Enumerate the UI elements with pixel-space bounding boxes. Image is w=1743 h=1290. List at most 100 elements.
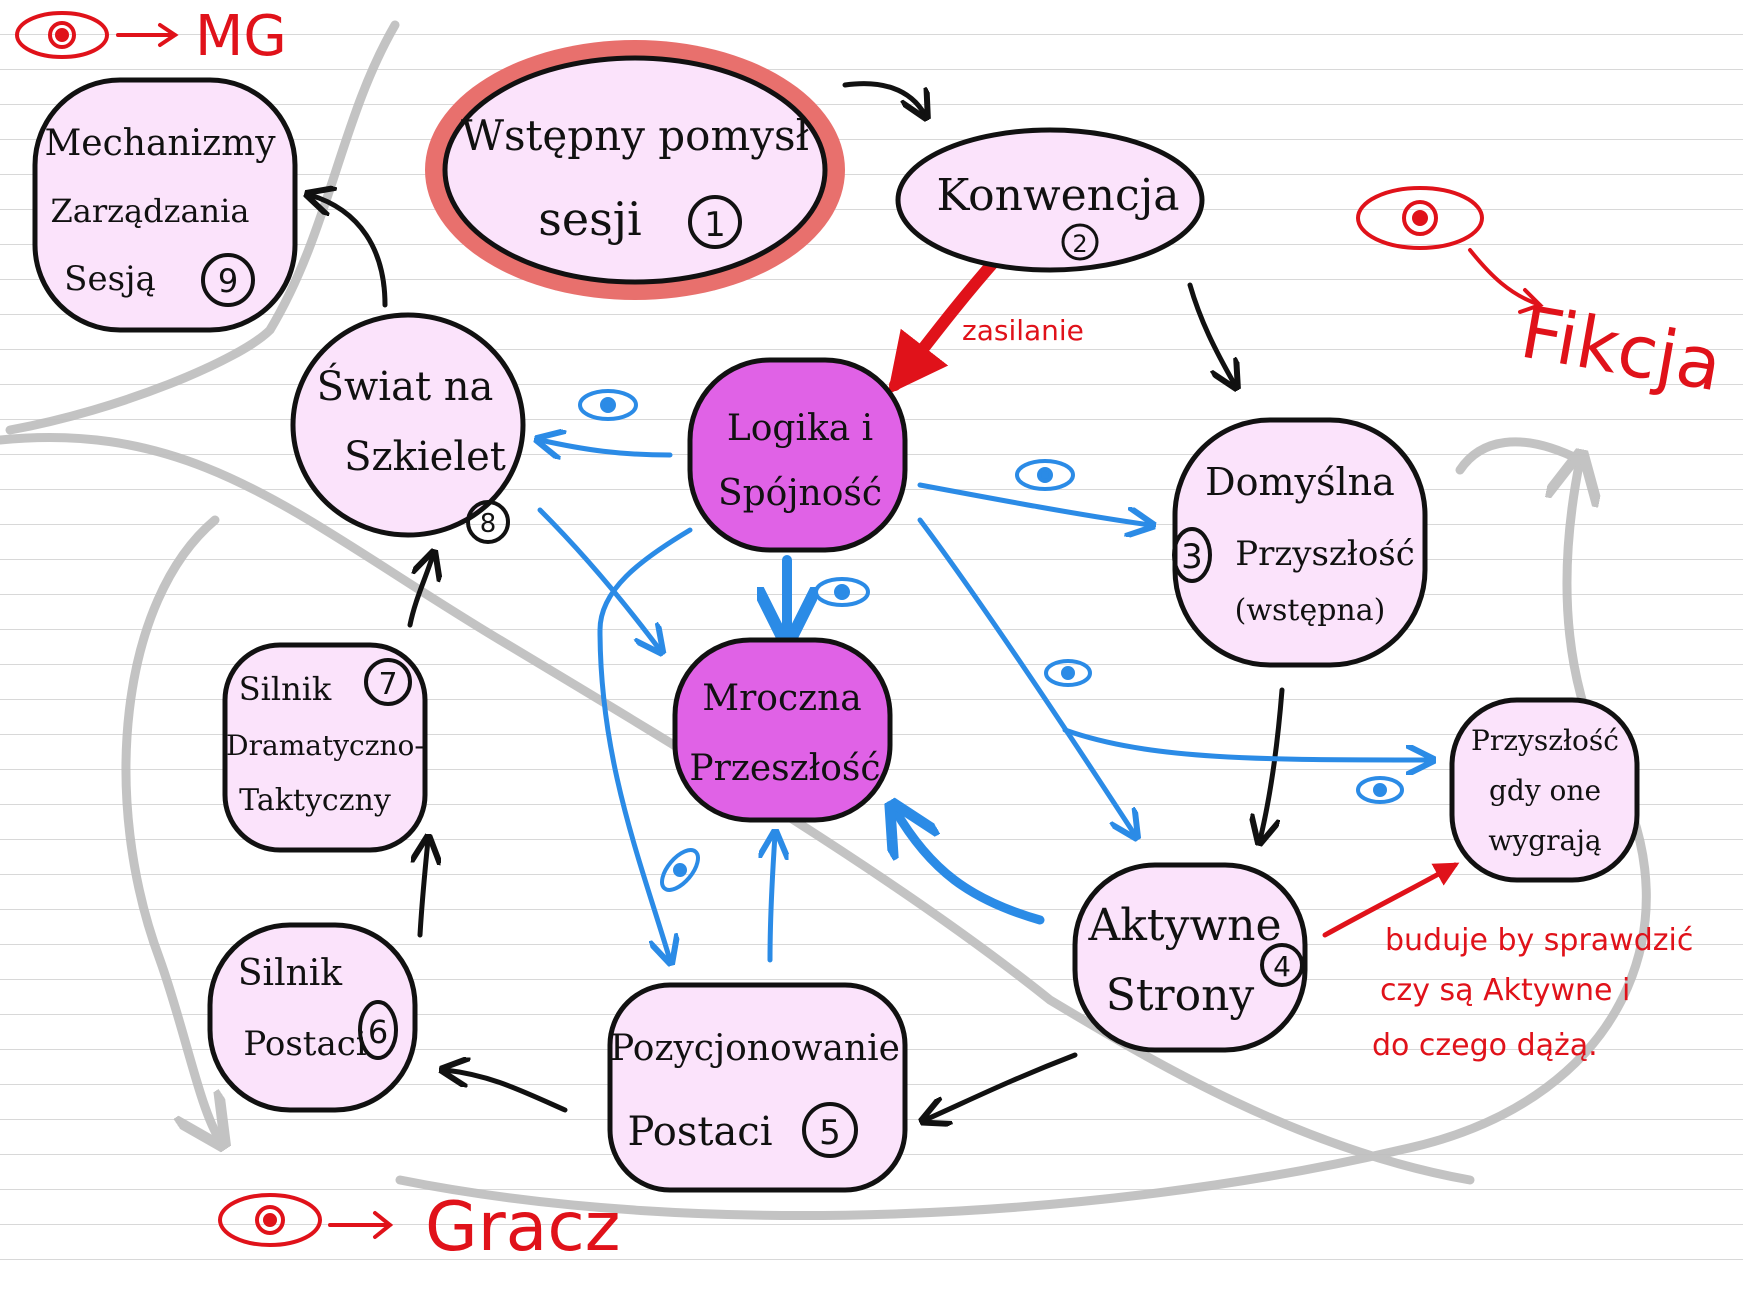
node-shape — [687, 357, 908, 553]
node-label-line1: Świat na — [317, 363, 494, 410]
step-number-circle — [201, 253, 255, 307]
step-number: 9 — [218, 262, 238, 300]
node-label-line3: wygrają — [1488, 824, 1601, 857]
arrow-logika-to-aktywne — [917, 517, 1135, 835]
eye-icon — [1356, 186, 1484, 250]
node-swiat-na-szkielet[interactable]: Świat na Szkielet 8 — [290, 312, 526, 544]
node-label-line1: Wstępny pomysł — [461, 111, 810, 160]
node-shape — [207, 922, 418, 1113]
node-shape — [1072, 862, 1308, 1053]
step-number-circle — [1061, 223, 1099, 261]
node-przyszlosc-gdy-one-wygraja[interactable]: Przyszłość gdy one wygrają — [1449, 697, 1640, 883]
node-logika-i-spojnosc[interactable]: Logika i Spójność — [687, 357, 908, 553]
grey-arrow-head-extra — [1455, 437, 1585, 475]
node-label-line2: Szkielet — [344, 434, 506, 480]
arrow-to-przyszlosc-wygraja — [1062, 727, 1430, 760]
node-label-line1: Aktywne — [1087, 900, 1281, 951]
annotation-buduje-line1: buduje by sprawdzić — [1385, 923, 1693, 958]
arrow-logika-to-pozycjonowanie — [597, 527, 693, 960]
node-label-line3: (wstępna) — [1235, 593, 1386, 628]
step-number-circle — [364, 658, 412, 706]
node-label-line2: Przyszłość — [1235, 534, 1415, 574]
step-number: 1 — [704, 205, 726, 245]
annotation-buduje-line3: do czego dążą. — [1372, 1028, 1598, 1063]
node-konwencja[interactable]: Konwencja 2 — [895, 127, 1205, 273]
arrow-zasilanie — [887, 249, 1006, 395]
annotation-zasilanie: zasilanie — [962, 314, 1084, 347]
node-silnik-dramatyczno-taktyczny[interactable]: Silnik Dramatyczno- Taktyczny 7 — [222, 642, 428, 853]
legend-arrow-mg — [116, 23, 179, 47]
node-shape — [442, 55, 828, 285]
arrow-aktywne-to-pozycjonowanie — [925, 1052, 1078, 1120]
node-label-line2: Spójność — [718, 473, 882, 514]
eye-icon — [578, 389, 638, 421]
legend-mg: MG — [195, 4, 287, 69]
legend-arrow-fikcja — [1468, 248, 1544, 314]
grey-line-top-left — [5, 20, 400, 435]
arrow-aktywne-to-przyszlosc-wygraja — [1322, 862, 1460, 938]
node-mechanizmy-zarzadzania-sesja[interactable]: Mechanizmy Zarządzania Sesją 9 — [32, 77, 298, 333]
node-label-line3: Sesją — [64, 259, 156, 299]
step-number: 5 — [819, 1113, 841, 1153]
step-number-circle — [1260, 943, 1304, 987]
step-number: 4 — [1273, 950, 1291, 983]
step-number: 8 — [480, 509, 497, 539]
node-label-line2: Postaci — [627, 1109, 772, 1155]
eye-icon — [814, 577, 870, 607]
step-number: 7 — [378, 667, 397, 702]
arrow-swiat-to-mroczna — [537, 507, 660, 650]
node-aktywne-strony[interactable]: Aktywne Strony 4 — [1072, 862, 1308, 1053]
node-wstepny-pomysl[interactable]: Wstępny pomysł sesji 1 — [425, 40, 845, 300]
node-shape — [222, 642, 428, 853]
node-label-line1: Silnik — [239, 670, 332, 708]
node-pozycjonowanie-postaci[interactable]: Pozycjonowanie Postaci 5 — [607, 982, 908, 1193]
node-label-line1: Silnik — [238, 953, 343, 994]
node-shape — [32, 77, 298, 333]
node-shape — [672, 637, 893, 823]
node-silnik-postaci[interactable]: Silnik Postaci 6 — [207, 922, 418, 1113]
legend-fikcja: Fikcja — [1515, 290, 1728, 408]
node-mroczna-przeszlosc[interactable]: Mroczna Przeszłość — [672, 637, 893, 823]
step-number-circle — [358, 1000, 398, 1060]
node-shape — [607, 982, 908, 1193]
eye-icon — [1015, 459, 1075, 491]
node-label-line1: Domyślna — [1205, 460, 1395, 504]
legend-gracz: Gracz — [425, 1188, 620, 1267]
arrow-pozycjonowanie-to-silnik-postaci — [445, 1070, 568, 1113]
eye-icon — [1044, 659, 1092, 687]
step-number: 6 — [368, 1013, 388, 1051]
arrow-konwencja-to-domyslna — [1187, 282, 1235, 385]
grey-arrow-right-up — [395, 460, 1651, 1221]
eye-icon — [218, 1193, 322, 1247]
node-label-line2: Dramatyczno- — [226, 729, 424, 762]
step-number-circle — [802, 1102, 858, 1158]
step-number-circle — [466, 500, 510, 544]
arrow-domyslna-to-aktywne — [1260, 687, 1285, 840]
legend-arrow-gracz — [328, 1211, 394, 1239]
node-label-line2: gdy one — [1489, 774, 1601, 807]
arrow-swiat-to-mechanizmy — [310, 195, 388, 308]
node-label-line1: Logika i — [727, 408, 873, 449]
step-number: 2 — [1072, 230, 1087, 258]
grey-cycle-lines — [0, 20, 1651, 1221]
arrow-silnik-dramatyczno-to-swiat — [407, 555, 433, 628]
node-label-line3: Taktyczny — [239, 783, 391, 818]
node-label-line2: Przeszłość — [689, 748, 880, 789]
arrow-silnik-postaci-to-silnik-dramatyczno — [420, 840, 428, 938]
node-label-line1: Pozycjonowanie — [610, 1028, 900, 1069]
eye-icon — [15, 11, 109, 59]
node-shape — [895, 127, 1205, 273]
node-label-line2: sesji — [538, 192, 641, 246]
arrow-logika-to-domyslna — [917, 482, 1150, 525]
step-number-circle — [1172, 527, 1212, 583]
arrow-wstepny-to-konwencja — [842, 81, 925, 115]
node-label-line2: Postaci — [243, 1024, 366, 1064]
node-domyslna-przyszlosc[interactable]: Domyślna Przyszłość (wstępna) 3 — [1172, 417, 1428, 668]
step-number-circle — [688, 195, 742, 249]
node-shape — [290, 312, 526, 538]
node-label: Konwencja — [936, 170, 1179, 221]
node-label-line1: Przyszłość — [1471, 724, 1619, 757]
node-label-line1: Mechanizmy — [44, 123, 276, 164]
node-label-line1: Mroczna — [702, 678, 862, 719]
